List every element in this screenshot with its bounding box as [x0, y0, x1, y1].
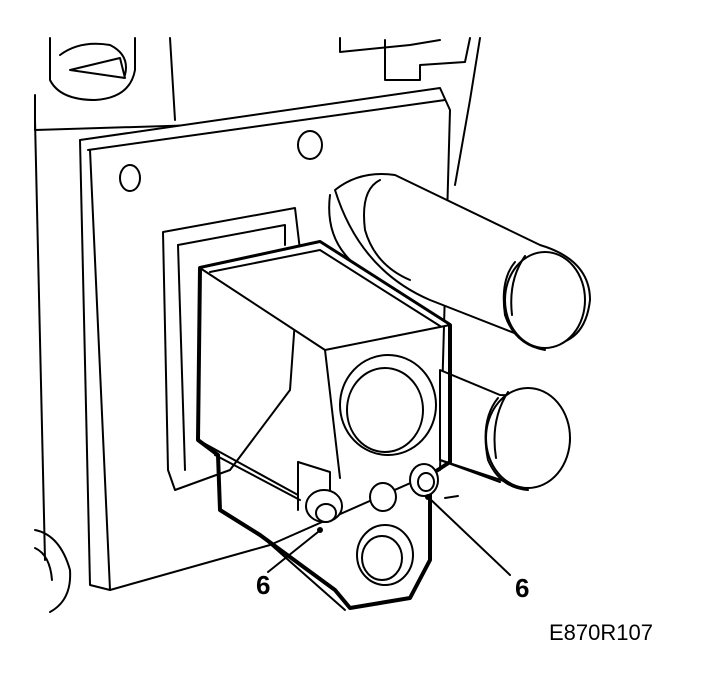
- lower-pipe-end: [485, 387, 571, 489]
- expansion-valve-body: [196, 240, 452, 611]
- callout-leaders: [267, 494, 511, 576]
- plate-hole-right: [297, 130, 323, 160]
- upper-pipe: [328, 173, 591, 351]
- top-right-bracket: [339, 37, 481, 186]
- large-port: [339, 354, 437, 456]
- figure-code: E870R107: [549, 620, 653, 645]
- callout-label-right: 6: [515, 573, 529, 603]
- lower-pipe: [439, 369, 571, 491]
- leader-left-dot: [317, 527, 323, 533]
- leader-right: [427, 496, 511, 576]
- lower-port: [356, 524, 414, 586]
- upper-pipe-end: [504, 251, 586, 349]
- leader-left: [267, 531, 319, 573]
- callout-label-left: 6: [256, 570, 270, 600]
- leader-right-dot: [425, 494, 431, 500]
- bottom-left-housing: [34, 119, 72, 613]
- centre-hole: [369, 482, 397, 512]
- right-bolt: [409, 463, 439, 497]
- top-left-fitting: [34, 37, 201, 131]
- left-bolt: [305, 489, 343, 523]
- plate-hole-left: [119, 164, 141, 192]
